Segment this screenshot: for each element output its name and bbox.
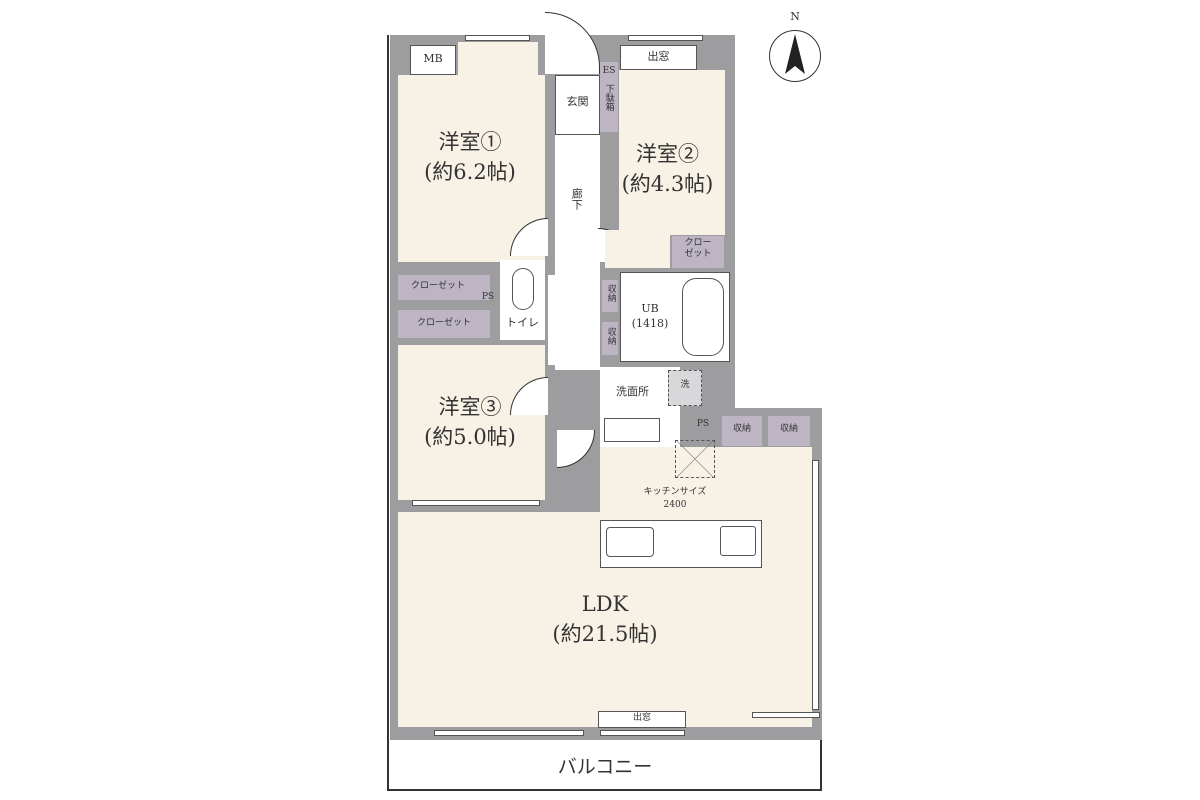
western2-name: 洋室② [636, 142, 699, 166]
storage-small-1[interactable] [602, 280, 618, 312]
room-western-3 [398, 345, 545, 500]
toilet-label: トイレ [506, 316, 539, 329]
toilet-bowl-icon [512, 268, 534, 310]
mb [410, 45, 456, 75]
window [752, 712, 820, 718]
washroom-label: 洗面所 [616, 385, 649, 398]
washbasin-icon [604, 418, 660, 442]
western3-name: 洋室③ [438, 395, 502, 419]
compass [769, 30, 821, 82]
mb-label: MB [423, 52, 443, 65]
bathtub-icon [682, 278, 724, 356]
window [465, 35, 530, 41]
entrance-label: 玄関 [566, 95, 589, 108]
outer-line-bottom [387, 789, 822, 791]
balcony-label: バルコニー [557, 756, 653, 778]
storage-kitchen-1[interactable] [722, 416, 762, 446]
closet-room2[interactable] [672, 236, 724, 268]
closet-1[interactable] [398, 275, 490, 300]
outer-line-left [387, 35, 389, 790]
kitchen-size-label: キッチンサイズ [643, 487, 707, 497]
closet-2[interactable] [398, 310, 490, 338]
ldk-name: LDK [581, 592, 629, 616]
es-label: ES [602, 66, 616, 76]
stove-icon [720, 526, 756, 556]
ps-label: PS [481, 292, 495, 302]
fridge-space [675, 440, 715, 478]
washer-space [668, 370, 702, 406]
storage-small-2[interactable] [602, 322, 618, 355]
shoe-box [600, 62, 618, 132]
storage-kitchen-2[interactable] [768, 416, 810, 446]
entrance [555, 75, 600, 135]
western3-size: (約5.0帖) [424, 425, 516, 449]
ldk-size: (約21.5帖) [552, 622, 658, 646]
western1-name: 洋室① [438, 130, 502, 154]
shoe-box-label: 下駄箱 [603, 84, 614, 111]
window [412, 500, 540, 506]
window [628, 35, 703, 41]
bay-window-bottom [598, 711, 686, 728]
hallway-label: 廊下 [570, 188, 584, 210]
north-arrow-icon [785, 34, 805, 74]
window [812, 460, 819, 710]
compass-label: N [790, 10, 800, 23]
outer-line-right [820, 720, 822, 790]
kitchen-counter [600, 520, 762, 568]
western2-size: (約4.3帖) [621, 172, 714, 196]
window [600, 730, 685, 736]
entrance-door[interactable] [545, 12, 600, 74]
room-western-2 [619, 70, 725, 235]
bay-window-top [620, 45, 697, 70]
sink-icon [606, 527, 654, 557]
window [434, 730, 584, 736]
ps-label-2: PS [696, 419, 710, 429]
western1-size: (約6.2帖) [424, 160, 516, 184]
